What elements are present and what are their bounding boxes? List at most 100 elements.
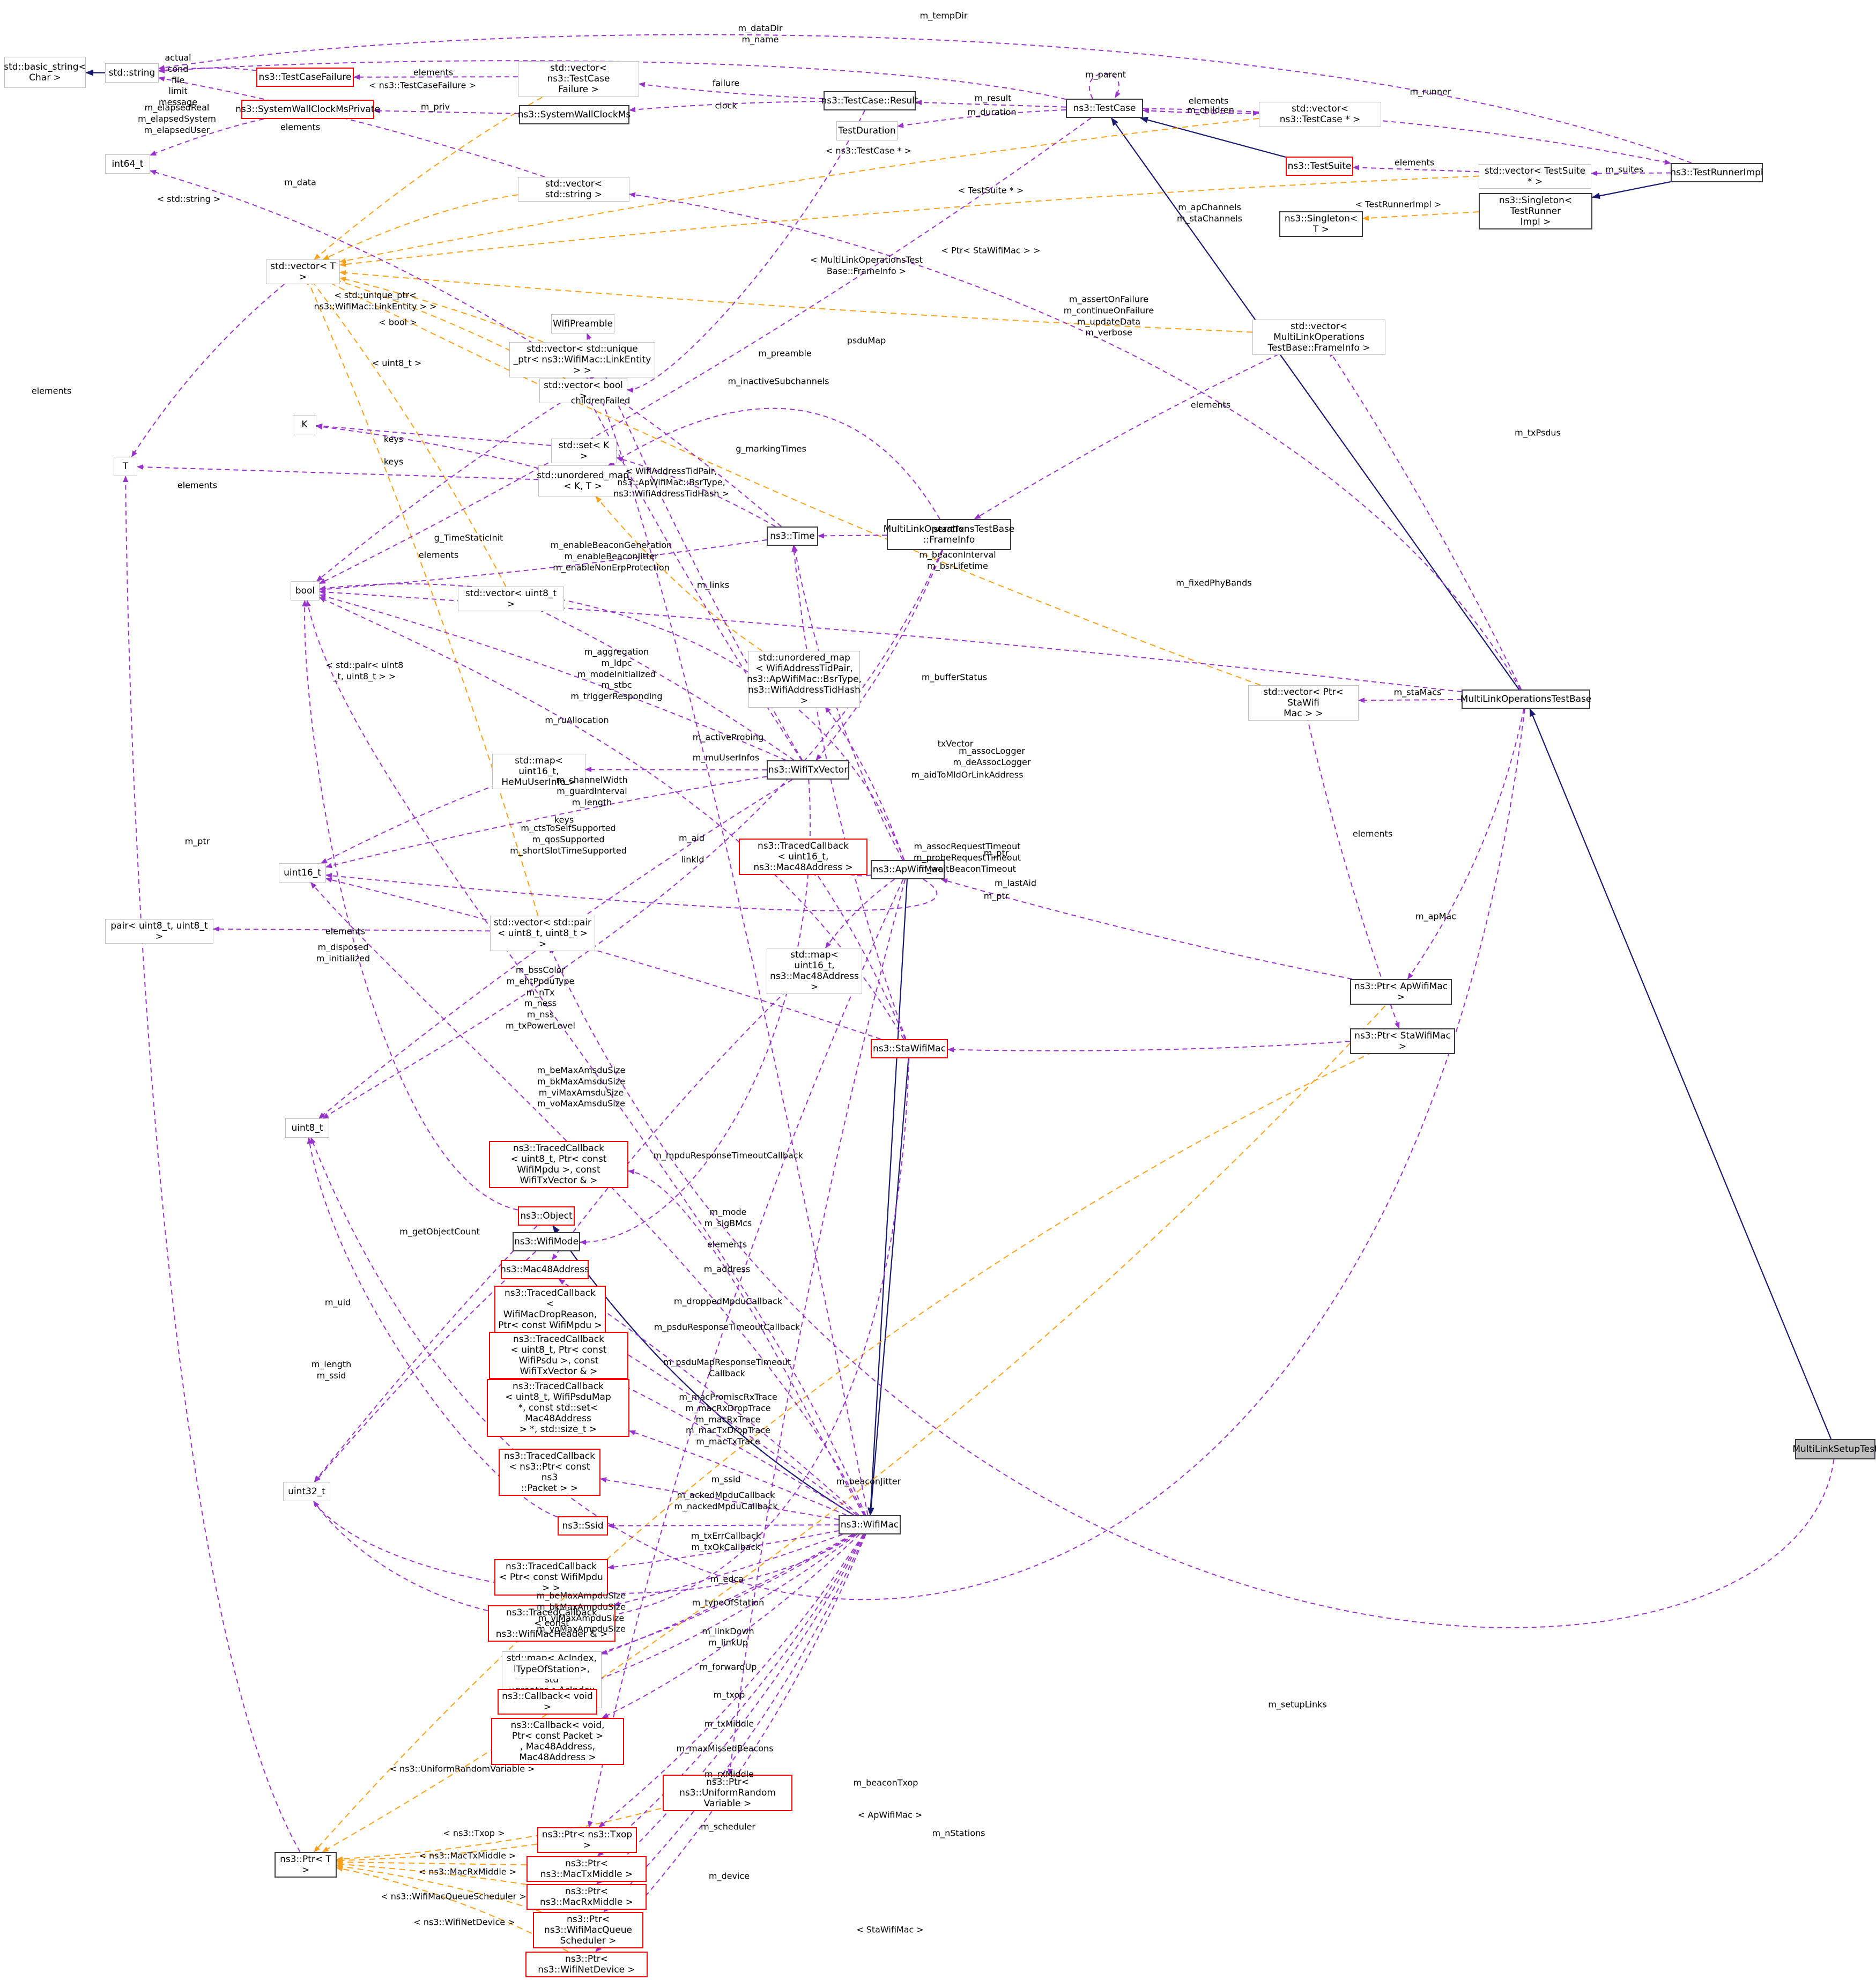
edge-object-to-uint32	[314, 1225, 538, 1482]
graph-node-uint16[interactable]: uint16_t	[279, 863, 326, 883]
graph-node-vecbool[interactable]: std::vector< bool >	[539, 379, 627, 404]
edge-mlotb-to-ptrap	[1407, 708, 1525, 980]
graph-node-ptrwmqs[interactable]: ns3::Ptr< ns3::WifiMacQueue Scheduler >	[533, 1912, 643, 1949]
edge-mapu16mac-to-mac48	[551, 978, 799, 1260]
graph-node-ptrmactx[interactable]: ns3::Ptr< ns3::MacTxMiddle >	[527, 1856, 647, 1882]
graph-node-result[interactable]: ns3::TestCase::Result	[821, 91, 918, 110]
edge-vectcptr-to-vect	[339, 117, 1259, 264]
graph-node-tcbhdr[interactable]: ns3::TracedCallback < const ns3::WifiMac…	[488, 1605, 616, 1642]
graph-node-tcbmpdutxv[interactable]: ns3::TracedCallback < uint8_t, Ptr< cons…	[489, 1141, 628, 1189]
edge-vecframe-to-vect	[339, 270, 1253, 333]
graph-node-frameinfo[interactable]: MultiLinkOperationsTestBase ::FrameInfo	[884, 519, 1014, 550]
graph-node-vecptrsta[interactable]: std::vector< Ptr< StaWifi Mac > >	[1248, 685, 1359, 721]
graph-node-wifimac[interactable]: ns3::WifiMac	[839, 1515, 901, 1534]
edge-stamac-to-uint32	[313, 1058, 910, 1620]
graph-node-uint32[interactable]: uint32_t	[283, 1482, 330, 1501]
graph-node-wifimode[interactable]: ns3::WifiMode	[513, 1232, 580, 1251]
graph-node-vectcfail[interactable]: std::vector< ns3::TestCase Failure >	[518, 61, 639, 97]
graph-node-apmac[interactable]: ns3::ApWifiMac	[871, 860, 945, 879]
graph-node-vecframe[interactable]: std::vector< MultiLinkOperations TestBas…	[1252, 320, 1385, 355]
graph-node-swcm[interactable]: ns3::SystemWallClockMs	[518, 105, 631, 124]
edge-stamac-to-bool	[319, 597, 904, 1040]
edge-result-to-vectcfail	[639, 81, 824, 100]
edge-result-to-swcm	[629, 100, 824, 113]
graph-node-K[interactable]: K	[293, 415, 316, 434]
graph-node-singtri[interactable]: ns3::Singleton< TestRunner Impl >	[1479, 193, 1592, 230]
graph-node-time[interactable]: ns3::Time	[767, 526, 818, 546]
edge-apmac-to-ptrtxop	[588, 879, 904, 1828]
edge-ptrmacrx-to-ptrt	[336, 1862, 527, 1885]
graph-node-testsuite[interactable]: ns3::TestSuite	[1286, 157, 1353, 176]
edge-frameinfo-to-time	[818, 533, 887, 539]
graph-node-stdstring[interactable]: std::string	[105, 63, 159, 83]
graph-node-uint8[interactable]: uint8_t	[285, 1118, 329, 1138]
edge-swcm-to-swcmp	[374, 108, 520, 114]
graph-node-mlotb[interactable]: MultiLinkOperationsTestBase	[1460, 689, 1591, 709]
edge-mlsetup-to-mlotb	[1529, 708, 1832, 1440]
graph-node-int64[interactable]: int64_t	[105, 154, 150, 174]
graph-node-txvector[interactable]: ns3::WifiTxVector	[767, 760, 849, 780]
graph-node-tcfail[interactable]: ns3::TestCaseFailure	[256, 68, 354, 87]
graph-node-ptrwnd[interactable]: ns3::Ptr< ns3::WifiNetDevice >	[525, 1952, 648, 1978]
graph-node-stamac[interactable]: ns3::StaWifiMac	[871, 1039, 948, 1058]
edge-ptrap-to-ptrt	[322, 998, 1393, 1852]
edge-mlotb-to-vecstr	[629, 192, 1521, 690]
edge-tri-to-stdstring	[158, 34, 1692, 164]
graph-node-tcbpsdutxv[interactable]: ns3::TracedCallback < uint8_t, Ptr< cons…	[489, 1332, 628, 1380]
graph-node-tri[interactable]: ns3::TestRunnerImpl	[1670, 163, 1763, 182]
graph-node-vect[interactable]: std::vector< T >	[266, 259, 340, 285]
edge-vecpair-to-pairu8	[213, 926, 491, 932]
edge-tri-to-vectsptr	[1591, 170, 1671, 176]
edge-testcase-to-stdstring	[158, 60, 1066, 100]
graph-node-object[interactable]: ns3::Object	[518, 1206, 575, 1226]
graph-node-swcmp[interactable]: ns3::SystemWallClockMsPrivate	[235, 100, 380, 119]
graph-node-vectsptr[interactable]: std::vector< TestSuite * >	[1479, 164, 1591, 189]
edge-swcmp-to-int64	[150, 118, 264, 156]
edge-frameinfo-to-umapkt	[607, 407, 940, 520]
graph-node-setk[interactable]: std::set< K >	[551, 439, 617, 464]
edge-ptrt-to-T	[123, 476, 301, 1852]
graph-node-preamble[interactable]: WifiPreamble	[551, 314, 614, 333]
graph-node-singt[interactable]: ns3::Singleton< T >	[1279, 211, 1363, 238]
graph-node-vecpair[interactable]: std::vector< std::pair < uint8_t, uint8_…	[490, 916, 595, 952]
edge-object-to-bool	[302, 600, 518, 1211]
edge-testcase-to-bool	[319, 117, 1092, 584]
graph-node-tcbu16[interactable]: ns3::TracedCallback < uint16_t, ns3::Mac…	[739, 839, 867, 876]
graph-node-mapu16mac[interactable]: std::map< uint16_t, ns3::Mac48Address >	[767, 948, 862, 995]
graph-node-T[interactable]: T	[114, 457, 137, 476]
graph-node-testcase[interactable]: ns3::TestCase	[1066, 99, 1143, 118]
graph-node-tcbpsdumap[interactable]: ns3::TracedCallback < uint8_t, WifiPsduM…	[487, 1379, 629, 1437]
graph-node-umapwatp[interactable]: std::unordered_map < WifiAddressTidPair,…	[747, 651, 862, 708]
edge-wifimac-to-object	[552, 1225, 855, 1516]
graph-node-typeof[interactable]: TypeOfStation	[515, 1660, 581, 1679]
graph-node-veculink[interactable]: std::vector< std::unique _ptr< ns3::Wifi…	[509, 342, 655, 378]
graph-node-mac48[interactable]: ns3::Mac48Address	[500, 1260, 589, 1279]
graph-node-cbvoidpkt[interactable]: ns3::Callback< void, Ptr< const Packet >…	[491, 1718, 624, 1766]
edge-testcase-to-result	[915, 100, 1066, 108]
graph-node-mlsetup[interactable]: MultiLinkSetupTest	[1792, 1439, 1876, 1459]
graph-node-ptrmacrx[interactable]: ns3::Ptr< ns3::MacRxMiddle >	[527, 1884, 647, 1910]
graph-node-ptrap[interactable]: ns3::Ptr< ApWifiMac >	[1350, 979, 1452, 1005]
graph-node-basicstring[interactable]: std::basic_string< Char >	[4, 57, 86, 88]
graph-node-ptrt[interactable]: ns3::Ptr< T >	[275, 1852, 337, 1878]
graph-node-duration[interactable]: TestDuration	[836, 121, 898, 140]
graph-node-pairu8[interactable]: pair< uint8_t, uint8_t >	[105, 919, 213, 944]
graph-node-bool[interactable]: bool	[291, 581, 320, 600]
edge-time-to-int64	[150, 169, 782, 527]
graph-node-umapkt[interactable]: std::unordered_map < K, T >	[537, 465, 629, 496]
edge-mlotb-to-testcase	[1110, 117, 1520, 690]
graph-node-vecstr[interactable]: std::vector< std::string >	[518, 177, 629, 202]
edge-testsuite-to-testcase	[1139, 116, 1286, 158]
graph-node-ssid[interactable]: ns3::Ssid	[558, 1516, 608, 1536]
edge-vecptrsta-to-vect	[321, 278, 1261, 686]
graph-node-ptrsta[interactable]: ns3::Ptr< StaWifiMac >	[1350, 1028, 1455, 1055]
graph-node-tcbpacket[interactable]: ns3::TracedCallback < ns3::Ptr< const ns…	[499, 1449, 600, 1496]
graph-node-ptrtxop[interactable]: ns3::Ptr< ns3::Txop >	[537, 1827, 637, 1853]
graph-node-vectcptr[interactable]: std::vector< ns3::TestCase * >	[1259, 102, 1381, 127]
edge-wifimac-to-mapac	[601, 1534, 853, 1655]
graph-node-tcbmpdu[interactable]: ns3::TracedCallback < Ptr< const WifiMpd…	[494, 1559, 608, 1596]
graph-node-maphemu[interactable]: std::map< uint16_t, HeMuUserInfo >	[492, 754, 585, 790]
graph-node-ptrurv[interactable]: ns3::Ptr< ns3::UniformRandom Variable >	[663, 1775, 792, 1812]
graph-node-vecu8[interactable]: std::vector< uint8_t >	[458, 587, 564, 612]
graph-node-cbvoid[interactable]: ns3::Callback< void >	[498, 1689, 597, 1715]
